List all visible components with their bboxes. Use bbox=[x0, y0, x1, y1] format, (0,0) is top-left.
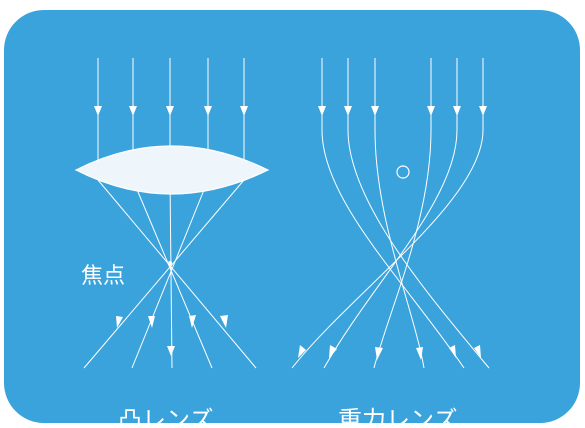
diagram-background bbox=[4, 10, 580, 423]
gravity-outgoing-arrow-4 bbox=[375, 347, 383, 360]
gravitational-lens-diagram bbox=[291, 58, 490, 369]
gravity-outgoing-arrow-2 bbox=[474, 345, 481, 358]
gravity-ray-left-1 bbox=[321, 58, 465, 369]
gravity-incoming-arrow-3 bbox=[371, 106, 379, 116]
gravity-outgoing-arrow-5 bbox=[329, 345, 337, 358]
convex-incoming-arrow-2 bbox=[129, 106, 137, 116]
focal-point bbox=[168, 261, 172, 265]
gravity-incoming-arrow-6 bbox=[479, 106, 487, 116]
lens-diagram-svg bbox=[4, 10, 580, 423]
convex-lens-shape bbox=[74, 145, 270, 195]
focus-label: 焦点 bbox=[81, 264, 126, 289]
diagram-panel: 焦点 凸レンズ 重力レンズ bbox=[4, 10, 580, 423]
convex-lens-label: 凸レンズ bbox=[118, 406, 214, 423]
gravity-ray-right-1 bbox=[373, 58, 432, 369]
convex-incoming-arrow-3 bbox=[166, 106, 174, 116]
gravity-outgoing-arrow-1 bbox=[449, 345, 456, 358]
convex-outgoing-arrow-1 bbox=[220, 315, 228, 328]
convex-refracted-ray-4 bbox=[131, 179, 209, 369]
lensing-mass bbox=[396, 165, 410, 179]
convex-outgoing-arrow-2 bbox=[189, 315, 196, 328]
convex-incoming-arrow-4 bbox=[204, 106, 212, 116]
convex-lens-diagram bbox=[74, 58, 270, 369]
convex-outgoing-arrow-5 bbox=[116, 316, 123, 328]
gravity-incoming-arrow-1 bbox=[318, 106, 326, 116]
convex-refracted-ray-2 bbox=[132, 179, 213, 369]
gravity-ray-left-3 bbox=[374, 58, 425, 369]
gravity-incoming-arrow-5 bbox=[453, 106, 461, 116]
convex-incoming-arrow-5 bbox=[240, 106, 248, 116]
gravity-incoming-arrow-2 bbox=[344, 106, 352, 116]
gravity-ray-right-2 bbox=[323, 58, 458, 369]
convex-outgoing-arrow-4 bbox=[148, 316, 155, 328]
gravity-ray-right-3 bbox=[291, 58, 484, 369]
convex-refracted-ray-5 bbox=[83, 179, 245, 369]
gravity-incoming-arrow-4 bbox=[427, 106, 435, 116]
gravity-outgoing-arrow-6 bbox=[298, 345, 306, 358]
convex-refracted-ray-3 bbox=[169, 179, 173, 369]
convex-outgoing-arrow-3 bbox=[167, 346, 175, 356]
gravity-outgoing-arrow-3 bbox=[416, 347, 423, 360]
convex-incoming-arrow-1 bbox=[94, 106, 102, 116]
gravitational-lens-label: 重力レンズ bbox=[338, 406, 458, 423]
convex-refracted-ray-1 bbox=[97, 179, 257, 369]
